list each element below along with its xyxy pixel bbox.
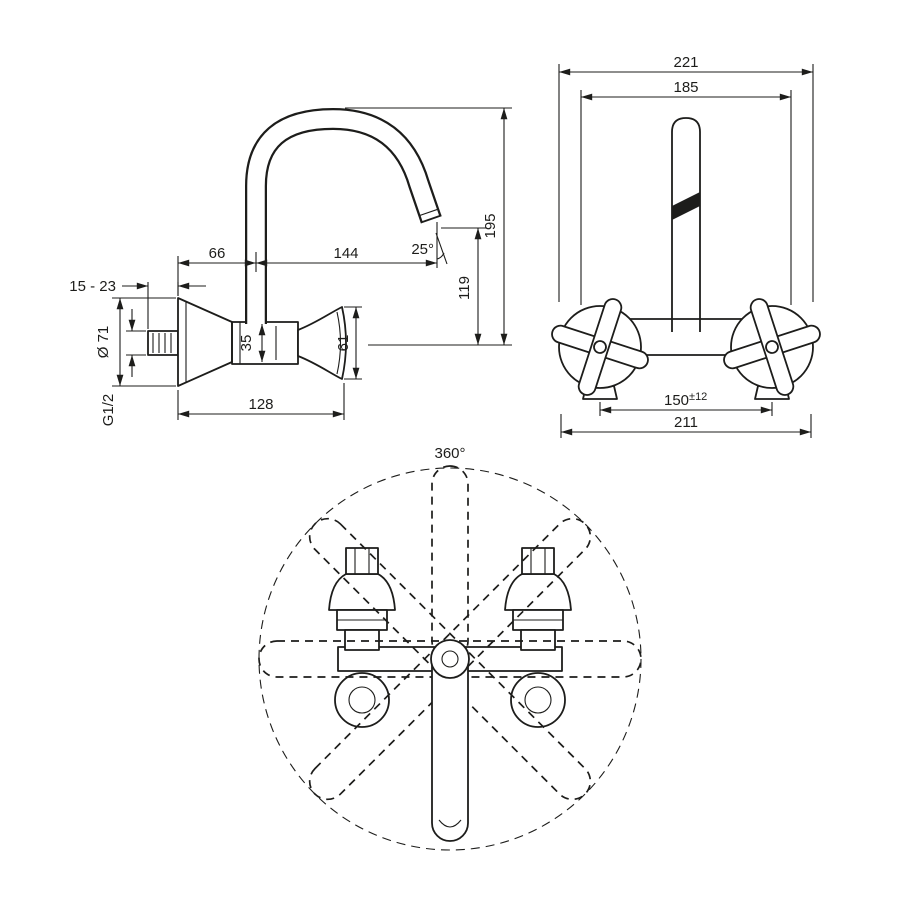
wall-nipple (147, 330, 179, 356)
dim-label-reach: 144 (333, 245, 358, 262)
dim-outlet-height: 119 (368, 227, 512, 346)
dim-label-body-length: 128 (248, 396, 273, 413)
dim-bottom-width: 211 (560, 414, 812, 438)
front-handle-right (723, 298, 821, 400)
dim-reach-chain: 66 144 (177, 222, 438, 296)
dim-thread: G1/2 (100, 309, 146, 426)
top-valve-left (328, 547, 396, 728)
cross-handle-right (723, 298, 821, 396)
dim-label-overall-height: 195 (482, 213, 499, 238)
side-view: 15 - 23 Ø 71 G1/2 66 144 25° (69, 107, 512, 426)
dim-top-width: 221 (558, 54, 814, 302)
dim-label-wall-to-axis: 66 (209, 245, 226, 262)
swivel-circle (258, 467, 642, 851)
dim-label-body-diameter: 35 (238, 335, 255, 352)
dim-wall-adjust: 15 - 23 (69, 278, 206, 329)
dim-label-top-width: 221 (673, 54, 698, 71)
spout-pivot-inner (441, 650, 459, 668)
top-valve-right (504, 547, 572, 728)
front-aerator (672, 192, 700, 220)
spout-pivot (430, 639, 470, 679)
front-handle-left (551, 298, 649, 400)
front-view: 221 185 150±12 211 (551, 54, 821, 438)
dim-flange-diameter: Ø 71 (95, 297, 176, 387)
dim-label-outlet-angle: 25° (411, 241, 434, 258)
dim-label-inner-width: 185 (673, 79, 698, 96)
aerator-tip (419, 208, 442, 224)
swivel-spout (245, 107, 442, 324)
dim-handle-height: 61 (335, 306, 362, 380)
dim-inner-width: 185 (580, 79, 792, 305)
dim-label-connection-centers: 150±12 (664, 391, 707, 409)
dim-label-flange-diameter: Ø 71 (95, 326, 112, 359)
cross-handle-left (551, 298, 649, 396)
front-spout (671, 117, 701, 332)
dim-body-diameter: 35 (238, 324, 266, 362)
dim-label-thread: G1/2 (100, 394, 117, 427)
top-view: 360° (258, 445, 642, 851)
dim-label-handle-height: 61 (335, 335, 352, 352)
dim-label-swivel: 360° (434, 445, 465, 462)
escutcheon-flange (177, 297, 233, 387)
dim-label-wall-adjust: 15 - 23 (69, 278, 116, 295)
dim-label-outlet-height: 119 (456, 276, 473, 300)
dim-outlet-angle: 25° (411, 232, 448, 265)
dim-body-length: 128 (177, 383, 345, 420)
handle-side (297, 306, 347, 380)
dim-overall-height: 195 (345, 107, 512, 345)
spout-position-up (431, 465, 469, 660)
dim-label-bottom-width: 211 (674, 414, 698, 431)
dim-connection-centers: 150±12 (599, 391, 773, 416)
